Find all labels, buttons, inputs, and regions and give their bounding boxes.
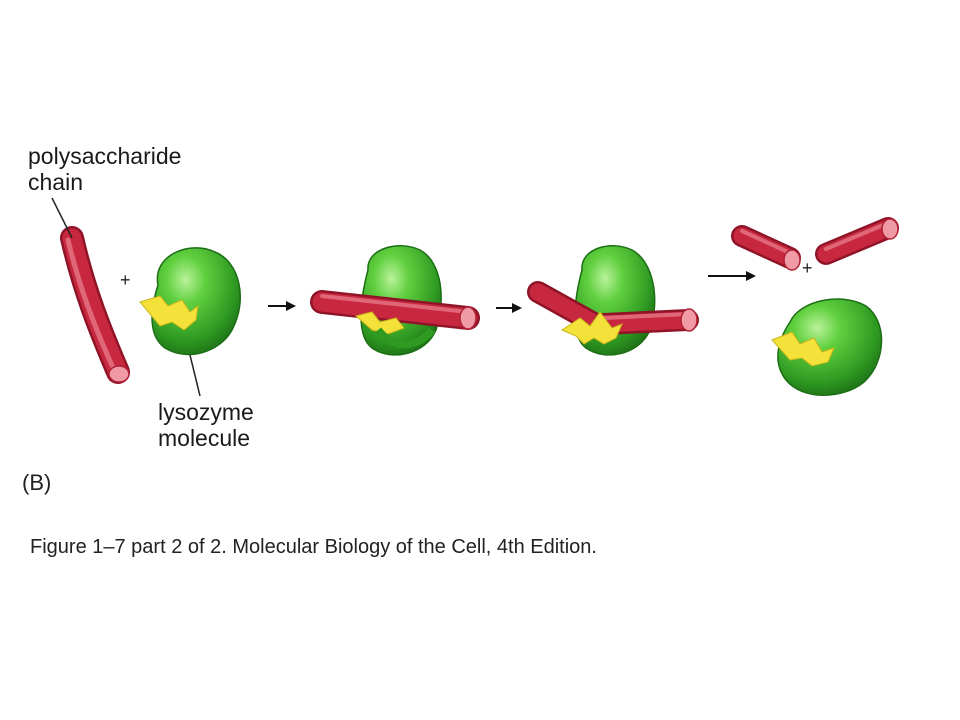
chain-label-line2: chain bbox=[28, 169, 83, 195]
enzyme-label-line1: lysozyme bbox=[158, 399, 254, 425]
active-site-stage2 bbox=[354, 311, 405, 335]
plus-sign-2: + bbox=[802, 258, 813, 278]
complex-stage2 bbox=[310, 245, 480, 356]
arrow-2 bbox=[496, 303, 522, 313]
active-site-stage1 bbox=[139, 295, 199, 331]
active-site-stage4 bbox=[771, 331, 835, 367]
chain-leader-line bbox=[51, 197, 73, 239]
product-fragment-right bbox=[815, 217, 899, 265]
plus-sign-1: + bbox=[120, 270, 131, 290]
lysozyme-stage1 bbox=[139, 247, 241, 356]
product-fragment-left bbox=[731, 225, 801, 271]
arrow-3 bbox=[708, 271, 756, 281]
polysaccharide-chain-stage1 bbox=[60, 226, 130, 384]
complex-stage3 bbox=[527, 245, 699, 356]
figure-caption: Figure 1–7 part 2 of 2. Molecular Biolog… bbox=[30, 536, 597, 558]
chain-label-line1: polysaccharide bbox=[28, 143, 182, 169]
panel-letter: (B) bbox=[22, 470, 52, 495]
active-site-stage3 bbox=[560, 311, 623, 345]
lysozyme-stage4 bbox=[771, 298, 883, 396]
arrow-1 bbox=[268, 301, 296, 311]
enzyme-label-line2: molecule bbox=[158, 425, 251, 451]
enzyme-leader-line bbox=[189, 354, 201, 397]
